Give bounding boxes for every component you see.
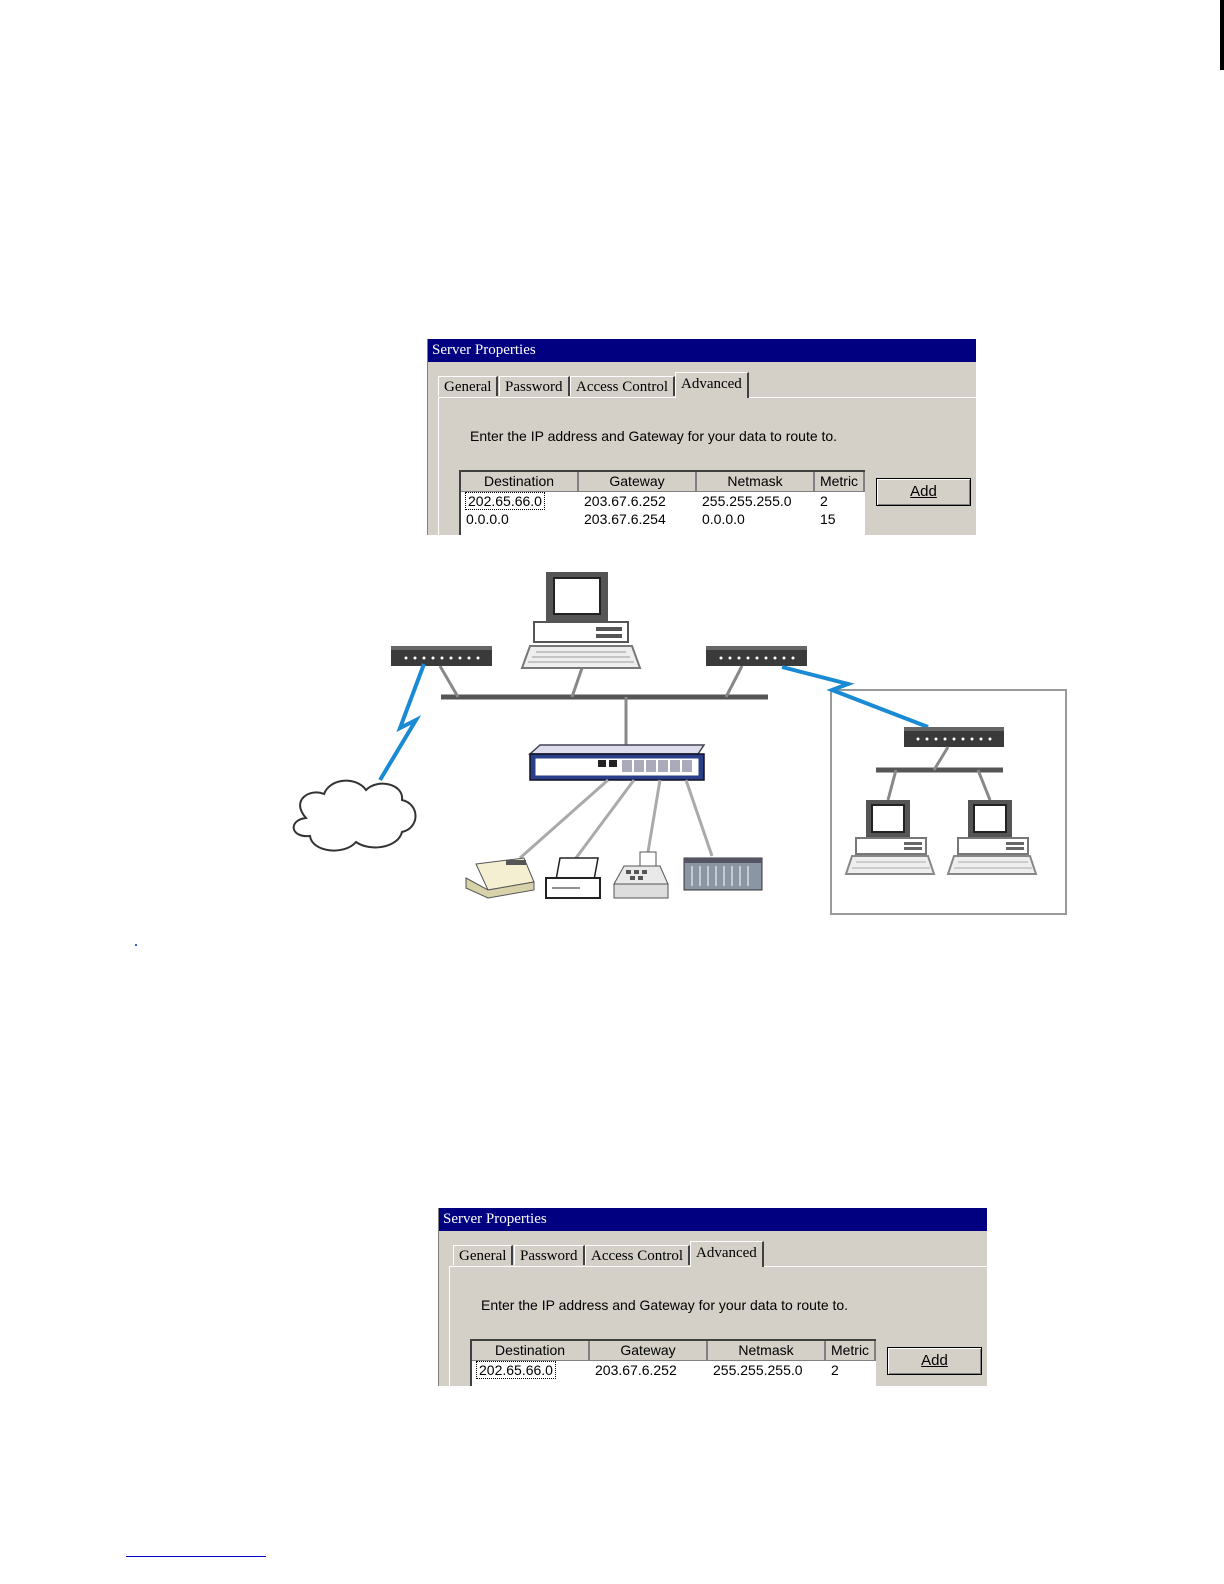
dialog-title: Server Properties <box>439 1208 987 1231</box>
print-server-icon <box>528 744 706 781</box>
dot-matrix-printer-icon <box>545 857 601 899</box>
add-button-label: Add <box>921 1352 948 1369</box>
route-list-header: Destination Gateway Netmask Metric <box>461 472 865 492</box>
receipt-printer-icon <box>613 851 669 899</box>
cell-netmask: 255.255.255.0 <box>713 1362 803 1378</box>
tab-access-control[interactable]: Access Control <box>585 1245 691 1265</box>
add-button[interactable]: Add <box>887 1347 982 1375</box>
dialog-title: Server Properties <box>428 339 976 362</box>
cell-metric: 2 <box>820 493 828 509</box>
column-destination[interactable]: Destination <box>472 1341 590 1361</box>
footer-rule <box>126 1556 266 1557</box>
cell-netmask: 0.0.0.0 <box>702 511 745 527</box>
wan-link-right <box>781 665 929 729</box>
cell-metric: 2 <box>831 1362 839 1378</box>
tab-advanced[interactable]: Advanced <box>675 372 749 398</box>
cell-netmask: 255.255.255.0 <box>702 493 792 509</box>
network-diagram <box>292 572 1067 915</box>
instruction-text: Enter the IP address and Gateway for you… <box>481 1297 849 1313</box>
server-properties-dialog-top: Server Properties General Password Acces… <box>427 339 976 535</box>
column-metric[interactable]: Metric <box>815 472 865 492</box>
workstation-icon <box>946 800 1038 875</box>
column-netmask[interactable]: Netmask <box>708 1341 826 1361</box>
page-edge-mark <box>1220 0 1224 70</box>
add-button[interactable]: Add <box>876 478 971 506</box>
cell-destination: 202.65.66.0 <box>472 1361 590 1379</box>
column-netmask[interactable]: Netmask <box>697 472 815 492</box>
tab-general[interactable]: General <box>438 376 499 396</box>
route-list[interactable]: Destination Gateway Netmask Metric 202.6… <box>459 470 865 535</box>
server-properties-dialog-bottom: Server Properties General Password Acces… <box>438 1208 987 1386</box>
workstation-icon <box>844 800 936 875</box>
cell-gateway: 203.67.6.252 <box>584 493 666 509</box>
tab-advanced[interactable]: Advanced <box>690 1241 764 1267</box>
cell-gateway: 203.67.6.254 <box>584 511 666 527</box>
column-gateway[interactable]: Gateway <box>579 472 697 492</box>
rack-device-icon <box>683 857 763 891</box>
remote-drop-lines <box>886 746 992 801</box>
column-metric[interactable]: Metric <box>826 1341 876 1361</box>
wan-link-left <box>378 663 426 782</box>
cloud-icon <box>292 779 417 852</box>
printer-links <box>519 778 714 860</box>
tab-password[interactable]: Password <box>514 1245 585 1265</box>
router-icon <box>706 646 807 666</box>
drop-lines <box>438 665 744 745</box>
laser-printer-icon <box>465 857 535 899</box>
router-icon <box>391 646 492 666</box>
column-gateway[interactable]: Gateway <box>590 1341 708 1361</box>
tab-general[interactable]: General <box>453 1245 514 1265</box>
tab-access-control[interactable]: Access Control <box>570 376 676 396</box>
column-destination[interactable]: Destination <box>461 472 579 492</box>
table-row[interactable]: 0.0.0.0 203.67.6.254 0.0.0.0 15 <box>461 510 865 528</box>
destination-value: 202.65.66.0 <box>476 1361 556 1379</box>
table-row[interactable]: 202.65.66.0 203.67.6.252 255.255.255.0 2 <box>461 492 865 510</box>
cell-gateway: 203.67.6.252 <box>595 1362 677 1378</box>
instruction-text: Enter the IP address and Gateway for you… <box>470 428 838 444</box>
router-icon <box>904 727 1004 747</box>
advanced-tab-panel: Enter the IP address and Gateway for you… <box>449 1266 987 1386</box>
cell-destination: 0.0.0.0 <box>466 511 509 527</box>
cell-destination: 202.65.66.0 <box>461 492 579 510</box>
destination-value: 202.65.66.0 <box>465 492 545 510</box>
route-list[interactable]: Destination Gateway Netmask Metric 202.6… <box>470 1339 876 1386</box>
stray-dot <box>135 944 137 946</box>
add-button-label: Add <box>910 483 937 500</box>
advanced-tab-panel: Enter the IP address and Gateway for you… <box>438 397 976 535</box>
cell-metric: 15 <box>820 511 836 527</box>
tab-password[interactable]: Password <box>499 376 570 396</box>
route-list-header: Destination Gateway Netmask Metric <box>472 1341 876 1361</box>
table-row[interactable]: 202.65.66.0 203.67.6.252 255.255.255.0 2 <box>472 1361 876 1379</box>
workstation-icon <box>520 572 642 669</box>
